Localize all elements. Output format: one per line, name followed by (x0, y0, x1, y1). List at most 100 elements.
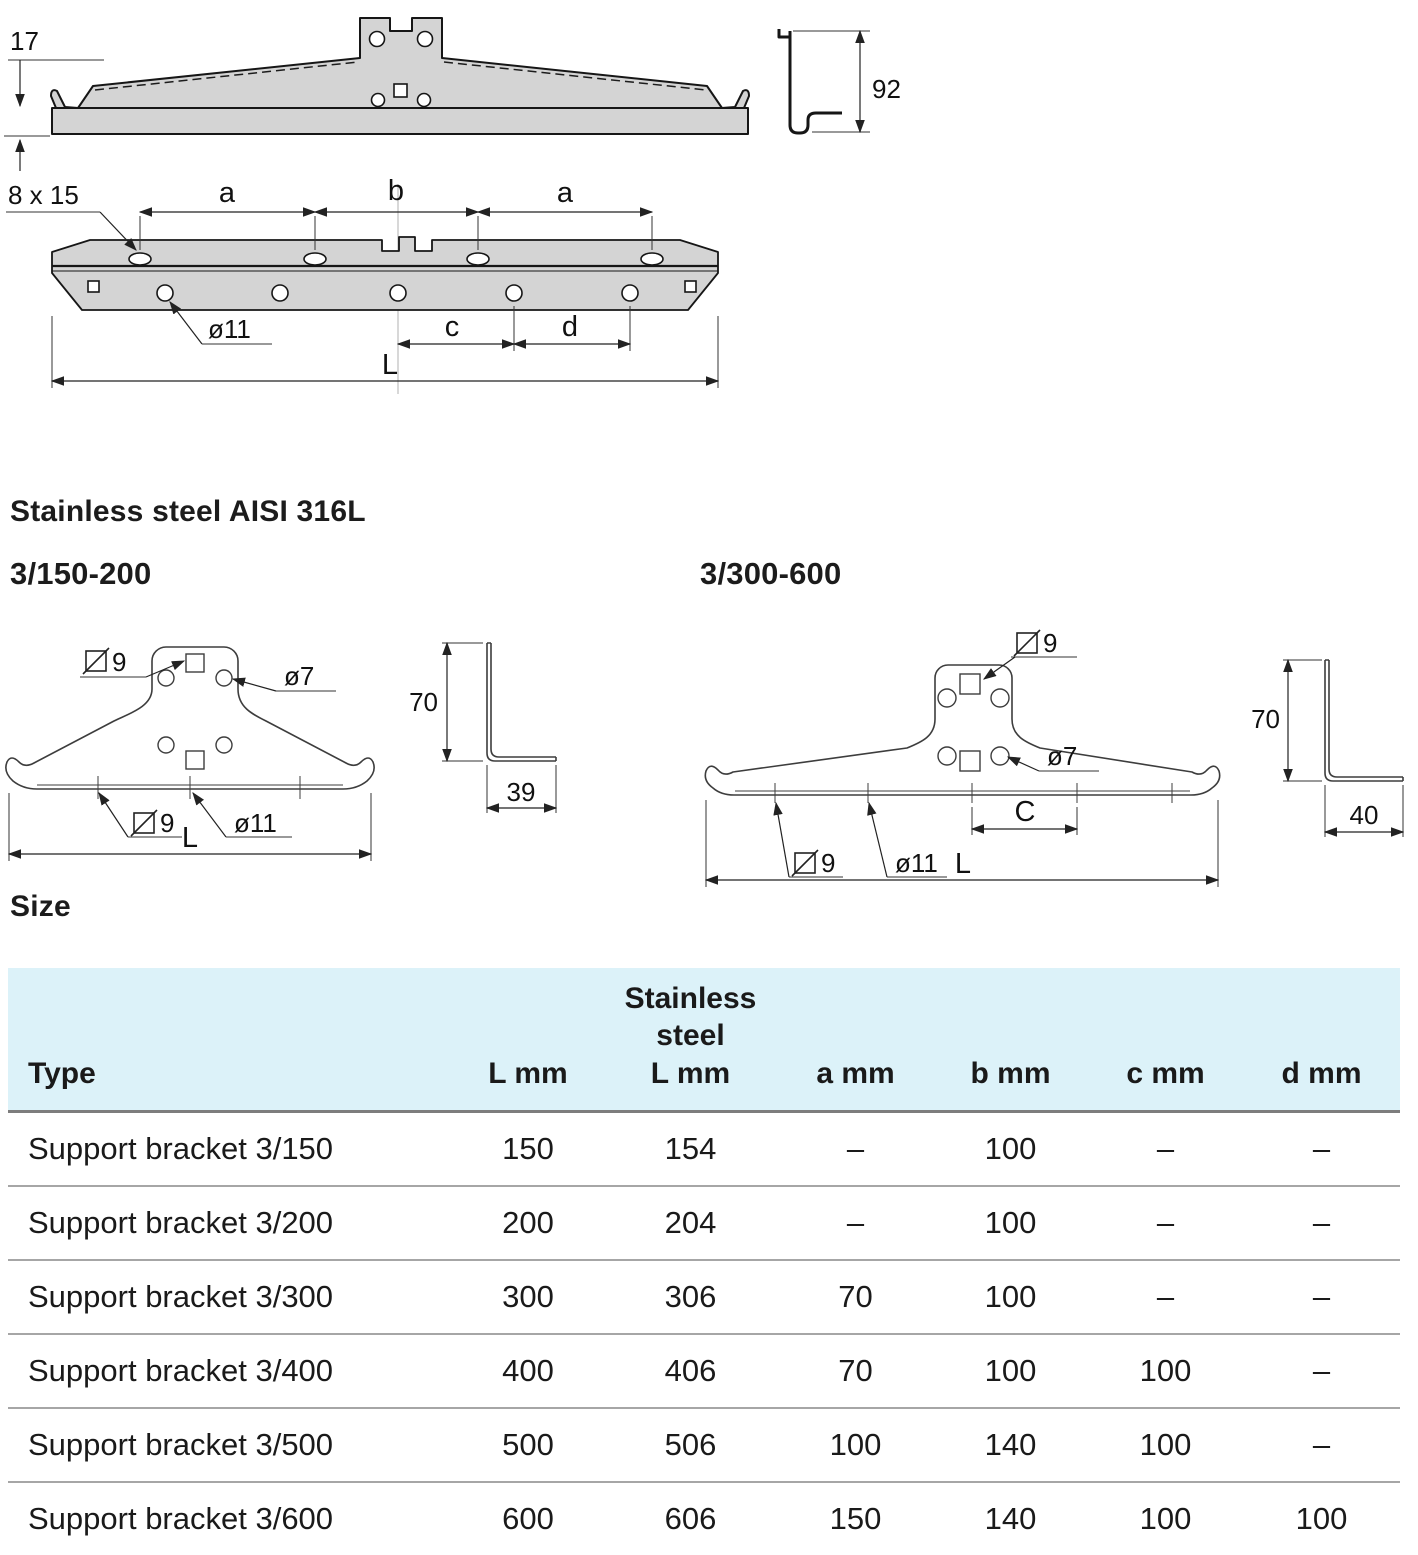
side-profile: 70 40 (1251, 658, 1405, 837)
dim-a2-label: a (557, 177, 574, 209)
round-hole (990, 746, 1010, 766)
cell-b: 100 (984, 1353, 1037, 1388)
stainless-line2: steel (656, 1019, 725, 1052)
variant-150-drawing: 9 ø7 9 ø11 L (5, 641, 558, 861)
bracket-body (50, 17, 750, 109)
cell-a: 150 (829, 1501, 882, 1536)
bend-line-left (94, 61, 359, 91)
square-9-bottom-label: 9 (98, 791, 182, 838)
hole-11-label: ø11 (867, 801, 947, 878)
cell-c: – (1156, 1205, 1175, 1240)
bracket-plan-body (51, 236, 719, 311)
cell-a: – (846, 1131, 865, 1166)
square-9-top-label: 9 (983, 628, 1077, 680)
round-hole (389, 284, 407, 302)
square-hole-left (87, 280, 100, 293)
square-hole-bottom (959, 750, 981, 772)
slot-hole (303, 252, 327, 266)
size-table: Type L mm Stainless steel L mm a mm b mm… (8, 968, 1400, 1555)
cell-b: 100 (984, 1131, 1037, 1166)
table-row: Support bracket 3/150 150 154 – 100 – – (8, 1113, 1400, 1185)
round-hole (621, 284, 639, 302)
slot-hole (466, 252, 490, 266)
plan-drawing: 8 x 15 a b a ø11 c d L (6, 176, 720, 394)
cell-b: 100 (984, 1205, 1037, 1240)
cell-d: – (1312, 1279, 1331, 1314)
round-hole (157, 736, 175, 754)
square-hole-top (185, 653, 205, 673)
bracket-outline (5, 646, 375, 790)
dim-c-label: C (1015, 796, 1036, 828)
col-header-l: L mm (488, 1056, 568, 1090)
bracket-outline (704, 664, 1221, 796)
tab-hole-left (368, 30, 386, 48)
section-profile (777, 29, 842, 135)
bend-line-right (443, 61, 707, 91)
cell-a: 70 (838, 1353, 873, 1388)
dim-a-label: a (219, 177, 236, 209)
cell-a: – (846, 1205, 865, 1240)
round-hole (215, 736, 233, 754)
tab-hole-right (416, 30, 434, 48)
variant-300-drawing: 9 ø7 9 ø11 C L (704, 628, 1405, 887)
size-heading: Size (10, 890, 71, 923)
stainless-line1: Stainless (624, 981, 757, 1015)
lower-hole-left (370, 92, 386, 108)
round-hole (156, 284, 174, 302)
bracket-base (51, 107, 749, 135)
cell-type: Support bracket 3/500 (28, 1427, 334, 1462)
cell-l: 300 (502, 1279, 554, 1314)
cell-type: Support bracket 3/600 (28, 1501, 334, 1536)
col-header-b: b mm (970, 1056, 1051, 1090)
cell-d: – (1312, 1205, 1331, 1240)
col-header-d: d mm (1281, 1056, 1362, 1090)
dim-17-label: 17 (10, 26, 39, 56)
dim-40-label: 40 (1350, 800, 1379, 830)
cell-c: – (1156, 1131, 1175, 1166)
cell-l: 400 (502, 1353, 554, 1388)
cell-ss-l: 204 (664, 1205, 717, 1240)
col-header-stainless-l: Stainless steel L mm (603, 968, 778, 1110)
slot-hole (128, 252, 152, 266)
cell-a: 70 (838, 1279, 873, 1314)
round-hole (505, 284, 523, 302)
dim-c-label: c (445, 311, 460, 343)
dim-l-label: L (182, 822, 198, 854)
cell-type: Support bracket 3/150 (28, 1131, 334, 1166)
col-header-type: Type (28, 1056, 96, 1090)
dim-70-label: 70 (1251, 704, 1280, 734)
round-hole (990, 688, 1010, 708)
dim-l-label: L (382, 349, 398, 381)
variant-heading-300-600: 3/300-600 (700, 556, 842, 591)
svg-text:ø11: ø11 (234, 808, 277, 838)
hole-7-label: ø7 (1006, 741, 1099, 772)
square-9-top-label: 9 (80, 647, 186, 678)
cell-b: 140 (984, 1427, 1037, 1462)
round-hole (937, 688, 957, 708)
cell-d: – (1312, 1131, 1331, 1166)
cell-d: – (1312, 1353, 1331, 1388)
svg-text:9: 9 (160, 808, 174, 838)
cell-c: – (1156, 1279, 1175, 1314)
cell-d: 100 (1295, 1501, 1348, 1536)
cell-ss-l: 154 (664, 1131, 717, 1166)
svg-text:9: 9 (112, 647, 126, 677)
cell-c: 100 (1139, 1501, 1192, 1536)
variant-heading-150-200: 3/150-200 (10, 556, 152, 591)
center-square-hole (393, 83, 408, 98)
cell-b: 100 (984, 1279, 1037, 1314)
table-row: Support bracket 3/600 600 606 150 140 10… (8, 1481, 1400, 1555)
square-hole-top (959, 673, 981, 695)
stainless-lmm: L mm (650, 1056, 731, 1090)
hole-11-label: ø11 (192, 792, 292, 838)
cell-b: 140 (984, 1501, 1037, 1536)
svg-text:9: 9 (821, 848, 835, 878)
cell-ss-l: 606 (664, 1501, 717, 1536)
cell-type: Support bracket 3/200 (28, 1205, 334, 1240)
dim-b-label: b (388, 176, 404, 207)
slot-hole (640, 252, 664, 266)
dim-39-label: 39 (507, 777, 536, 807)
cell-a: 100 (829, 1427, 882, 1462)
cell-ss-l: 406 (664, 1353, 717, 1388)
square-hole-bottom (185, 750, 205, 770)
